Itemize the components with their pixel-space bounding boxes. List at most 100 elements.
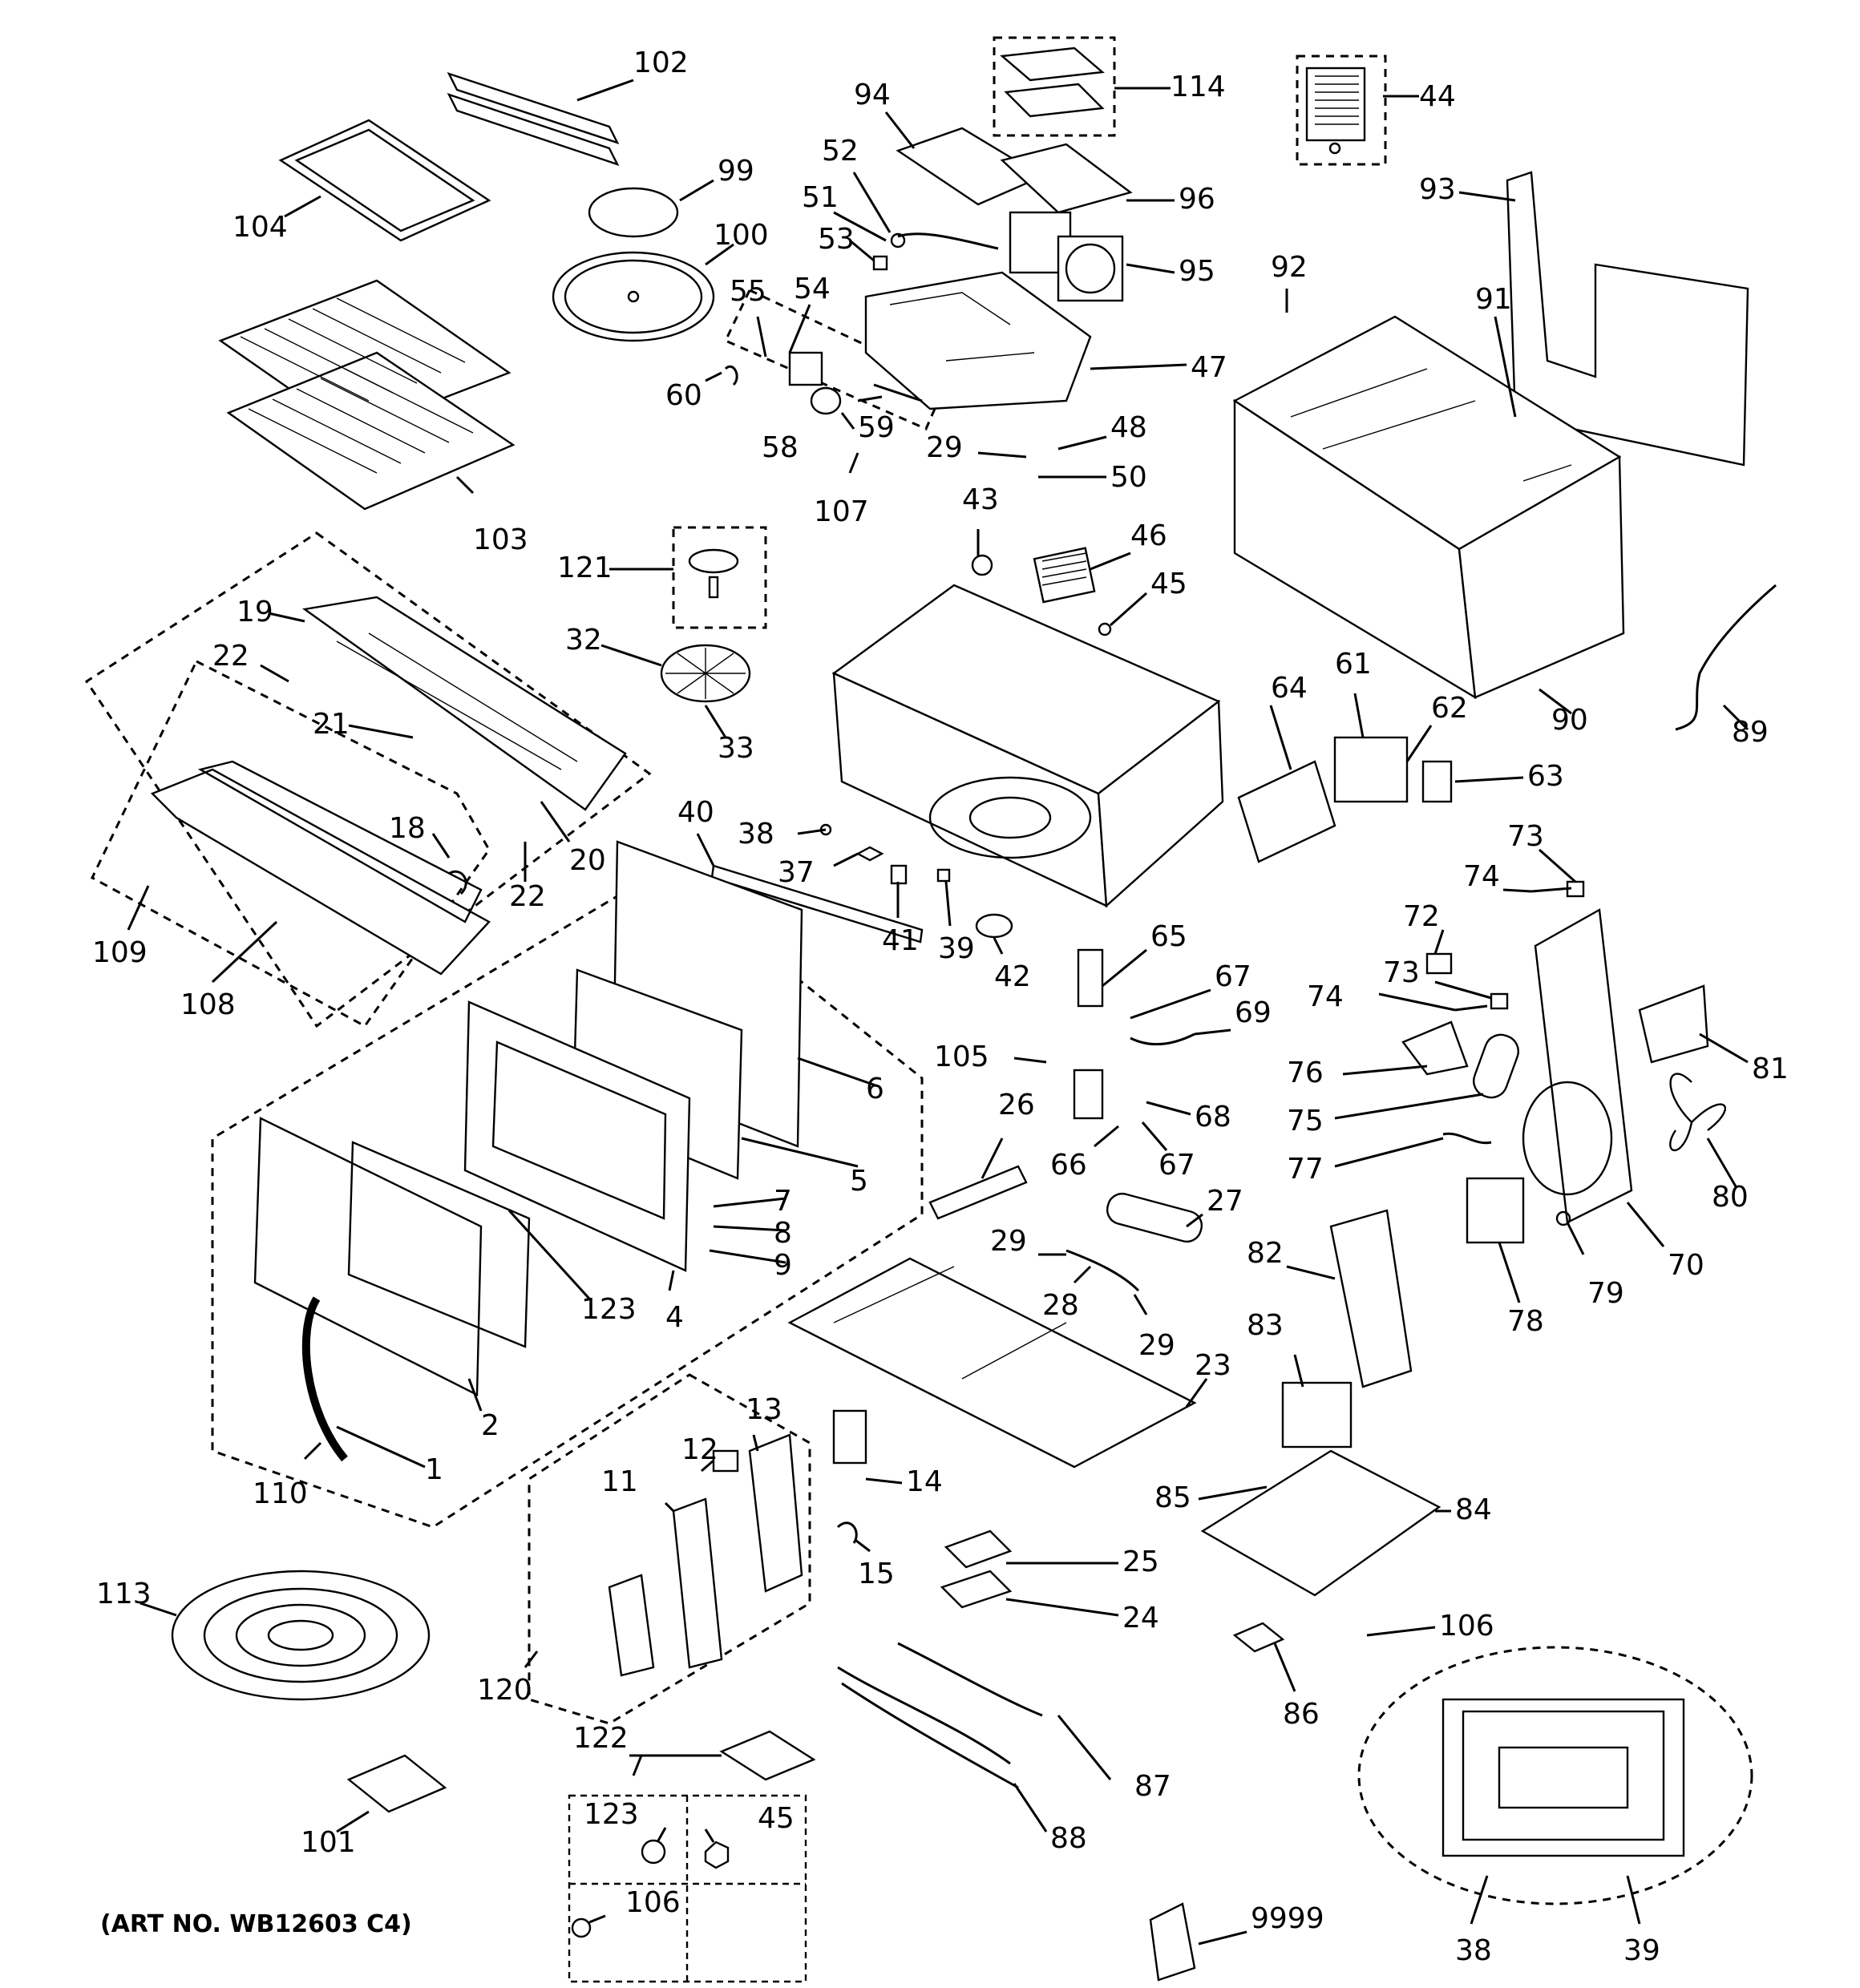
group-inset-ellipse (1357, 1646, 1753, 1905)
callout-22-upper: 22 (212, 640, 249, 673)
callout-106-hardware: 106 (625, 1886, 681, 1919)
callout-58: 58 (762, 431, 799, 464)
callout-84: 84 (1455, 1493, 1492, 1526)
group-121-box (672, 526, 767, 629)
bracket-81-icon (1638, 984, 1709, 1064)
callout-82: 82 (1247, 1237, 1284, 1270)
stirrer-32-icon (660, 644, 751, 703)
cavity-grille-46-icon (1033, 547, 1096, 604)
callout-99: 99 (718, 155, 754, 188)
callout-41: 41 (882, 924, 919, 957)
callout-9: 9 (774, 1249, 792, 1282)
callout-106-base: 106 (1439, 1610, 1494, 1643)
latch-18-icon (448, 870, 467, 895)
frame-24-icon (940, 1570, 1013, 1609)
screw-106-icon (571, 1917, 592, 1938)
callout-123-hardware: 123 (584, 1798, 639, 1831)
callout-60: 60 (665, 379, 702, 412)
callout-38-inset: 38 (1455, 1934, 1492, 1967)
thermostat-79-icon (1555, 1210, 1571, 1226)
oven-cavity-icon (831, 584, 1224, 908)
callout-29-top: 29 (926, 431, 963, 464)
callout-91: 91 (1475, 283, 1512, 316)
callout-53: 53 (818, 223, 855, 256)
nut-45-hardware-icon (704, 1841, 730, 1869)
bumper-39-icon (936, 868, 951, 883)
callout-88: 88 (1050, 1822, 1087, 1855)
fan-housing-47-icon (864, 271, 1092, 410)
callout-105: 105 (934, 1040, 989, 1073)
callout-11: 11 (601, 1465, 638, 1498)
callout-85: 85 (1154, 1481, 1191, 1514)
group-44-box (1296, 55, 1387, 166)
callout-12: 12 (681, 1433, 718, 1466)
motor-78-icon (1466, 1177, 1525, 1244)
callout-120: 120 (477, 1674, 532, 1707)
bracket-76-icon (1401, 1020, 1469, 1076)
clip-86-icon (1232, 1622, 1285, 1653)
callout-74-upper: 74 (1463, 860, 1500, 893)
control-panel-19-icon (301, 596, 627, 811)
fan-blade-80-icon (1669, 1073, 1726, 1151)
callout-70: 70 (1668, 1249, 1704, 1282)
callout-121: 121 (557, 552, 613, 584)
guide-37-icon (855, 846, 884, 862)
bag-122-icon (719, 1730, 816, 1781)
callout-15: 15 (858, 1558, 895, 1590)
motor-42-icon (975, 913, 1013, 939)
mounting-plate-93-icon (1506, 171, 1749, 467)
latch-board-65-icon (1077, 948, 1104, 1008)
callout-114: 114 (1171, 71, 1226, 103)
clip-53-icon (872, 255, 888, 271)
callout-102: 102 (633, 46, 689, 79)
callout-62: 62 (1431, 692, 1468, 725)
callout-79: 79 (1587, 1277, 1624, 1310)
callout-48: 48 (1110, 411, 1147, 444)
callout-123-door: 123 (581, 1293, 637, 1326)
callout-18: 18 (389, 812, 426, 845)
callout-77: 77 (1287, 1153, 1324, 1186)
callout-55: 55 (730, 275, 766, 308)
coupler-121-icon (688, 548, 739, 599)
callout-44: 44 (1419, 80, 1456, 113)
callout-27: 27 (1207, 1185, 1243, 1218)
callout-63: 63 (1527, 760, 1564, 793)
sensor-51-icon (890, 232, 906, 248)
callout-37: 37 (778, 856, 815, 889)
callout-65: 65 (1150, 920, 1187, 953)
callout-73-upper: 73 (1507, 820, 1544, 853)
callout-100: 100 (714, 219, 769, 252)
manual-101-icon (346, 1754, 447, 1813)
callout-69: 69 (1235, 996, 1272, 1029)
callout-113: 113 (96, 1578, 152, 1610)
callout-1: 1 (425, 1453, 443, 1486)
control-board-13-icon (748, 1433, 803, 1593)
callout-23: 23 (1195, 1349, 1231, 1382)
callout-122: 122 (573, 1722, 629, 1755)
callout-45: 45 (1150, 568, 1187, 600)
bottom-plate-23-icon (787, 1257, 1197, 1469)
callout-6: 6 (866, 1073, 884, 1105)
callout-86: 86 (1283, 1698, 1320, 1731)
callout-54: 54 (794, 273, 831, 305)
fuse-77-icon (1442, 1132, 1492, 1145)
callout-40: 40 (677, 796, 714, 829)
part-drawings (150, 46, 1777, 1982)
bracket-63-icon (1421, 760, 1453, 803)
latch-board-66-icon (1073, 1069, 1104, 1120)
callout-92: 92 (1271, 251, 1308, 284)
callout-28: 28 (1042, 1289, 1079, 1322)
callout-8: 8 (774, 1217, 792, 1250)
power-cord-89-icon (1675, 584, 1777, 731)
bracket-26-icon (928, 1165, 1028, 1220)
cover-25-icon (944, 1529, 1013, 1569)
callout-75: 75 (1287, 1105, 1324, 1137)
callout-14: 14 (906, 1465, 943, 1498)
vent-grille-44-icon (1305, 67, 1366, 155)
callout-51: 51 (802, 181, 839, 214)
fuse-74a-icon (1530, 887, 1572, 893)
callout-87: 87 (1134, 1770, 1171, 1803)
callout-73-lower: 73 (1383, 956, 1420, 989)
callout-7: 7 (774, 1185, 792, 1218)
